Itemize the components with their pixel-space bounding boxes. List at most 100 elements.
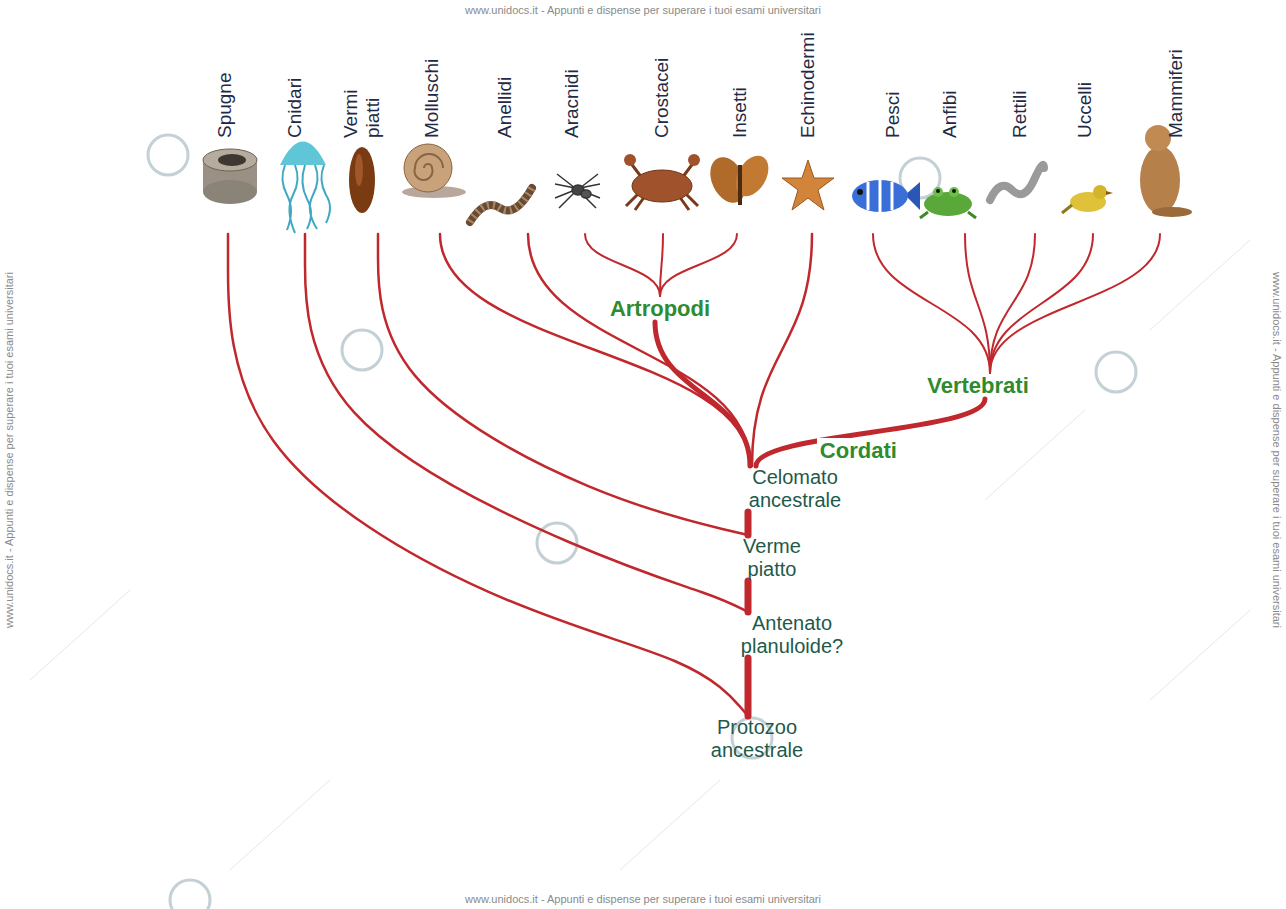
spider-figure [555, 174, 600, 208]
earthworm-figure [470, 188, 532, 222]
snail-figure [404, 144, 452, 192]
earthworm-figure [470, 188, 532, 222]
bird-figure [1093, 185, 1107, 199]
taxon-name: Vermi piatti [340, 76, 384, 138]
jellyfish-figure [280, 142, 326, 166]
ancestor-name: Vertebrati [924, 373, 1032, 399]
frog-figure [936, 189, 940, 193]
taxon-node: Crostacei [634, 8, 690, 234]
tree-branch [756, 399, 985, 466]
tree-branch [990, 234, 1160, 373]
snail-figure [415, 154, 444, 180]
taxon-name: Anfibi [939, 90, 961, 138]
spider-figure [581, 190, 591, 198]
frog-figure [924, 192, 972, 216]
watermark-logo [148, 135, 188, 175]
fish-figure [852, 180, 920, 212]
taxon-node: Insetti [712, 8, 768, 234]
bird-figure [1062, 185, 1113, 213]
sponge-figure [218, 154, 246, 166]
sponge-figure [203, 180, 257, 204]
crab-figure [626, 162, 698, 210]
frog-figure [933, 187, 943, 197]
sponge-figure [203, 149, 257, 204]
mammal-figure [1140, 125, 1192, 217]
butterfly-figure [729, 150, 775, 202]
watermark-line [1150, 240, 1250, 330]
ancestor-name: Verme piatto [726, 535, 818, 581]
ancestor-label: Antenato planuloide? [721, 612, 863, 658]
taxon-name: Spugne [214, 72, 236, 138]
frog-figure [952, 189, 956, 193]
taxon-name: Insetti [729, 87, 751, 138]
tree-branch [585, 234, 660, 296]
watermark: www.unidocs.it - Appunti e dispense per … [3, 272, 15, 628]
flatworm-figure [349, 147, 375, 213]
spider-figure [555, 174, 600, 208]
clade-label: Vertebrati [924, 373, 1032, 399]
taxon-node: Anellidi [477, 8, 533, 234]
watermark: www.unidocs.it - Appunti e dispense per … [465, 893, 821, 905]
taxon-node: Pesci [865, 8, 921, 234]
taxon-node: Anfibi [922, 8, 978, 234]
watermark-line [230, 780, 330, 870]
starfish-figure [782, 160, 834, 210]
frog-figure [949, 187, 959, 197]
crab-figure [624, 154, 636, 166]
taxon-node: Cnidari [267, 8, 323, 234]
tree-branch [745, 512, 752, 535]
butterfly-figure [703, 150, 775, 209]
tree-branch [378, 234, 748, 535]
watermark-line [985, 410, 1085, 500]
tree-branch [528, 234, 750, 466]
taxon-name: Crostacei [651, 58, 673, 138]
taxon-name: Molluschi [421, 59, 443, 138]
taxon-name: Pesci [882, 92, 904, 138]
watermark-logo [1096, 352, 1136, 392]
ancestor-label: Protozoo ancestrale [691, 716, 823, 762]
ancestor-name: Protozoo ancestrale [691, 716, 823, 762]
watermark: www.unidocs.it - Appunti e dispense per … [465, 4, 821, 16]
ancestor-name: Celomato ancestrale [730, 466, 860, 512]
tree-branch [440, 234, 750, 466]
watermark-logo [148, 135, 1136, 909]
tree-branch [305, 234, 748, 612]
starfish-figure [782, 160, 834, 210]
watermark-logo [170, 880, 210, 909]
tree-branch [660, 234, 737, 296]
taxon-node: Vermi piatti [334, 8, 390, 234]
mammal-figure [1140, 146, 1180, 214]
taxon-node: Spugne [197, 8, 253, 234]
taxon-node: Echinodermi [780, 8, 836, 234]
sponge-figure [203, 149, 257, 171]
ancestor-name: Artropodi [607, 296, 714, 322]
jellyfish-figure [280, 142, 330, 234]
watermark-line [620, 780, 720, 870]
flatworm-figure [349, 147, 375, 213]
snake-figure [990, 165, 1044, 200]
mammal-figure [1152, 207, 1192, 217]
snake-figure [990, 165, 1044, 200]
taxon-name: Uccelli [1074, 82, 1096, 138]
tree-branch [752, 234, 812, 466]
ancestor-label: Celomato ancestrale [730, 466, 860, 512]
taxon-name: Rettili [1009, 90, 1031, 138]
tree-branch [655, 322, 750, 466]
fish-figure [852, 180, 908, 212]
taxon-node: Uccelli [1057, 8, 1113, 234]
taxon-node: Mammiferi [1148, 8, 1204, 234]
taxon-node: Molluschi [404, 8, 460, 234]
tree-branch [873, 234, 990, 373]
bird-figure [1062, 205, 1072, 213]
watermark: www.unidocs.it - Appunti e dispense per … [1271, 272, 1283, 628]
frog-figure [920, 212, 976, 218]
fish-figure [857, 189, 863, 195]
crab-figure [632, 170, 692, 202]
taxon-node: Rettili [992, 8, 1048, 234]
ancestor-label: Verme piatto [726, 535, 818, 581]
watermark-logo [342, 330, 382, 370]
clade-label: Artropodi [607, 296, 714, 322]
